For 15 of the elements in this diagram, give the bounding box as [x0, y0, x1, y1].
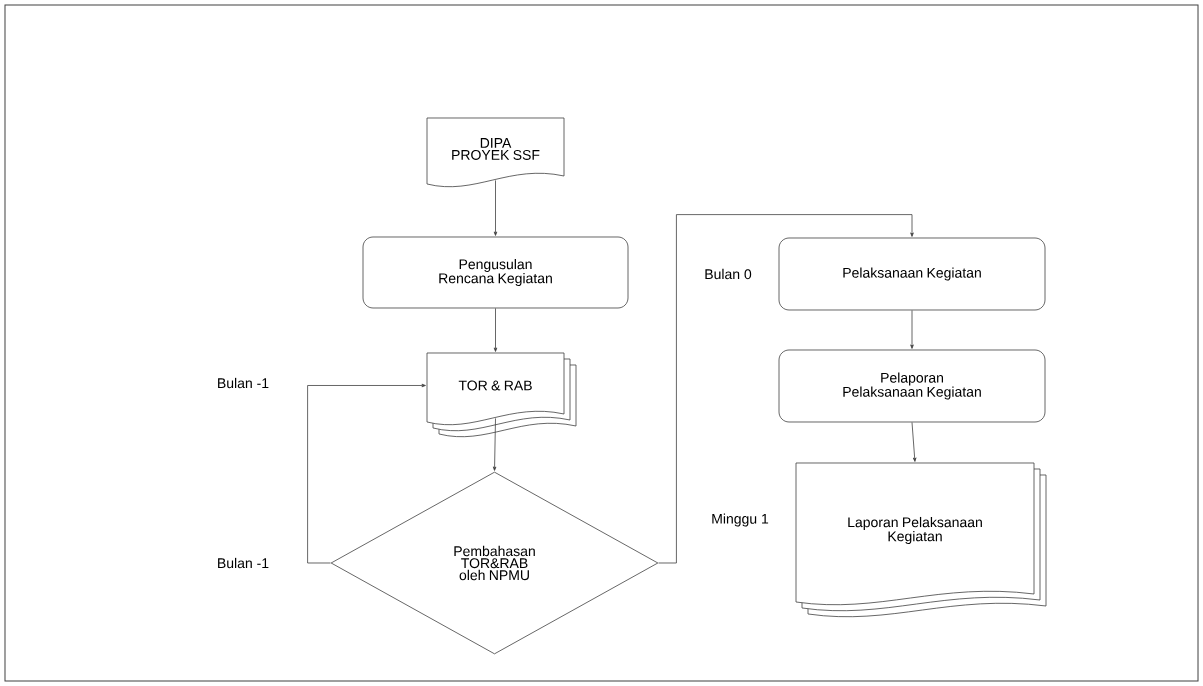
document-shape: DIPA PROYEK SSF: [426, 117, 565, 188]
time-label: Bulan -1: [218, 377, 269, 389]
arrow: [307, 383, 426, 564]
arrow: [493, 180, 498, 236]
arrow: [658, 214, 914, 564]
time-label: Minggu 1: [712, 513, 769, 527]
process-box: Pelaksanaan Kegiatan: [778, 237, 1046, 311]
time-label: Bulan 0: [705, 268, 752, 280]
time-label: Bulan -1: [218, 557, 269, 569]
arrow: [910, 310, 914, 349]
arrow: [492, 418, 497, 471]
arrow: [911, 422, 917, 462]
process-box: Pelaporan Pelaksanaan Kegiatan: [778, 349, 1046, 423]
process-box: Pengusulan Rencana Kegiatan: [362, 236, 629, 309]
arrow: [493, 308, 498, 352]
